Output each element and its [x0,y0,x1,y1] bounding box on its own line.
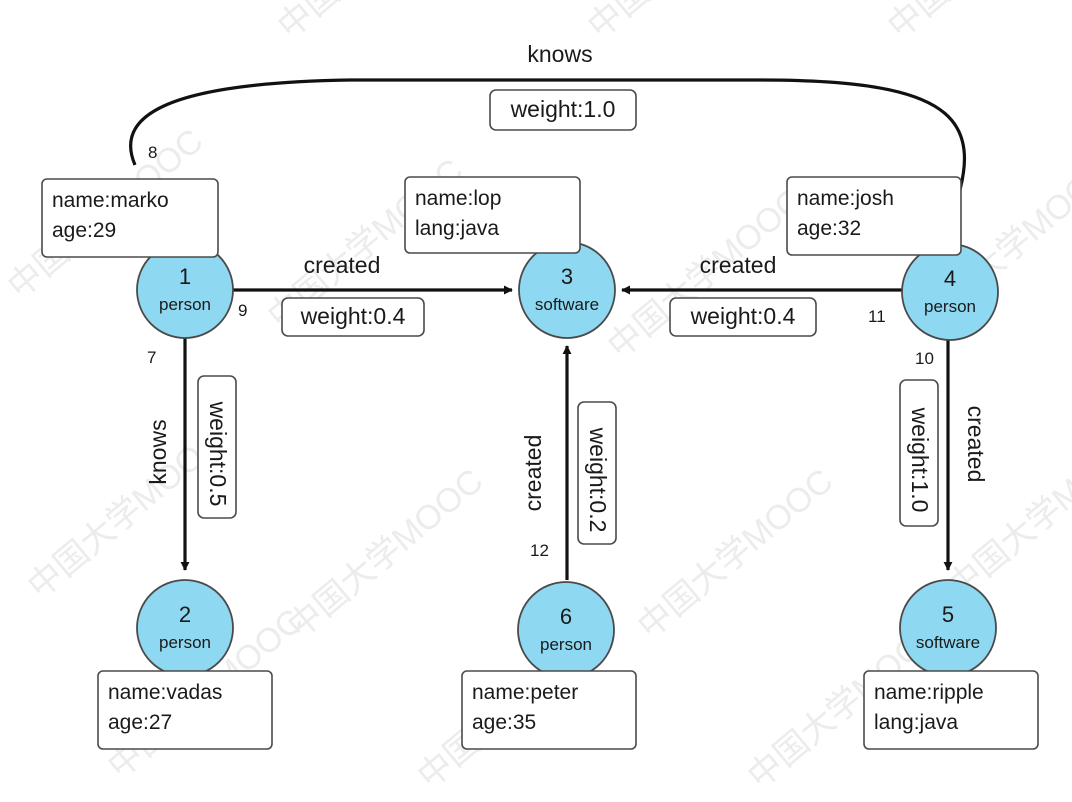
node-number-6: 6 [560,604,572,629]
edge-label-7: knows [145,419,171,484]
edge-id-9: 9 [238,301,247,320]
credit-text: @稀土掘金技术社区 [884,763,1028,781]
edge-label-9: created [304,252,381,278]
property-line-2-0: name:vadas [108,681,222,704]
edge-10: created weight:1.0 10 [899,340,989,571]
edge-id-12: 12 [530,541,549,560]
weight-box-10 [899,379,939,527]
watermark-text: 中国大学MOOC [281,462,491,647]
edge-id-8: 8 [148,143,157,162]
node-5: 5 software [899,579,997,677]
weight-text-8: weight:1.0 [510,96,616,122]
node-type-5: software [916,633,980,652]
node-3: 3 software [518,241,616,339]
property-line-5-0: name:ripple [874,681,984,704]
edge-11: created weight:0.4 11 [621,252,902,337]
weight-box-12 [577,401,617,545]
node-2: 2 person [136,579,234,677]
weight-text-10: weight:1.0 [907,407,933,513]
weight-box-11 [669,297,817,337]
edge-id-7: 7 [147,348,156,367]
edge-id-11: 11 [868,307,886,326]
weight-text-9: weight:0.4 [300,303,406,329]
property-box-1: name:marko age:29 [41,178,219,258]
node-1: 1 person [136,241,234,339]
edge-label-10: created [963,406,989,483]
node-number-3: 3 [561,264,573,289]
node-circle-6 [517,581,615,679]
edge-8: knows weight:1.0 8 [129,41,967,227]
node-type-4: person [924,297,976,316]
node-number-5: 5 [942,602,954,627]
edge-label-8: knows [527,41,592,67]
node-type-3: software [535,295,599,314]
node-type-2: person [159,633,211,652]
property-box-frame-4 [786,176,962,256]
property-box-frame-6 [461,670,637,750]
node-number-2: 2 [179,602,191,627]
property-box-5: name:ripple lang:java [863,670,1039,750]
node-4: 4 person [901,243,999,341]
node-circle-2 [136,579,234,677]
node-circle-3 [518,241,616,339]
watermark-text: 中国大学MOOC [941,422,1072,607]
edge-9: created weight:0.4 9 [233,252,513,337]
edge-id-10: 10 [915,349,934,368]
weight-text-7: weight:0.5 [205,401,231,507]
edge-7: knows weight:0.5 7 [145,338,237,571]
node-number-4: 4 [944,266,956,291]
property-line-4-0: name:josh [797,187,894,210]
property-line-1-1: age:29 [52,219,116,242]
edge-label-12: created [520,435,546,512]
node-number-1: 1 [179,264,191,289]
property-line-1-0: name:marko [52,189,169,212]
weight-box-7 [197,375,237,519]
watermark-text: 中国大学MOOC [581,0,791,46]
property-line-6-1: age:35 [472,711,536,734]
weight-box-9 [281,297,425,337]
node-circle-5 [899,579,997,677]
watermark-text: 中国大学MOOC [631,462,841,647]
weight-text-11: weight:0.4 [690,303,796,329]
edge-layer: knows weight:1.0 8 created weight:0.4 9 knows w… [129,41,989,580]
property-line-3-0: name:lop [415,187,501,210]
property-box-frame-1 [41,178,219,258]
property-line-6-0: name:peter [472,681,578,704]
edge-label-11: created [700,252,777,278]
property-box-layer: name:marko age:29 name:vadas age:27 name:lop… [41,176,1039,750]
property-box-frame-3 [404,176,581,254]
weight-text-12: weight:0.2 [585,427,611,533]
property-box-frame-2 [97,670,273,750]
watermark-text: 中国大学MOOC [271,0,481,46]
edge-12: created weight:0.2 12 [520,345,617,580]
weight-box-8 [489,89,637,131]
node-type-1: person [159,295,211,314]
property-line-4-1: age:32 [797,217,861,240]
property-box-6: name:peter age:35 [461,670,637,750]
property-line-3-1: lang:java [415,217,499,240]
node-circle-4 [901,243,999,341]
property-line-2-1: age:27 [108,711,172,734]
watermark-text: 中国大学MOOC [881,0,1072,46]
property-line-5-1: lang:java [874,711,958,734]
property-box-3: name:lop lang:java [404,176,581,254]
node-6: 6 person [517,581,615,679]
property-box-4: name:josh age:32 [786,176,962,256]
property-box-frame-5 [863,670,1039,750]
property-box-2: name:vadas age:27 [97,670,273,750]
node-type-6: person [540,635,592,654]
edge-line-8 [129,78,967,227]
